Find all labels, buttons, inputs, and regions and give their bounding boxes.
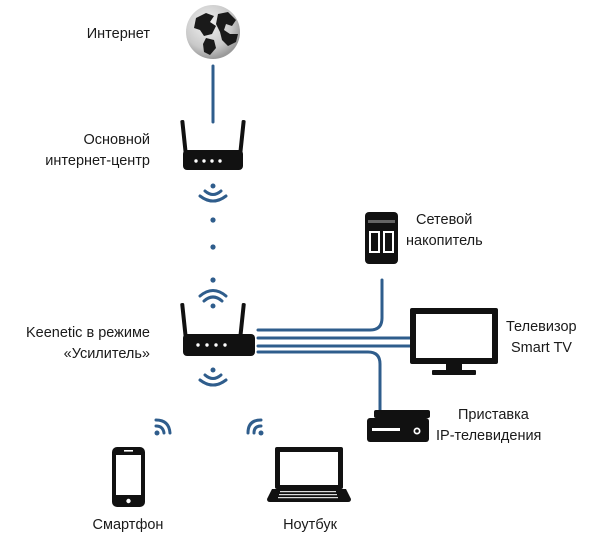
set-top-box-icon [367,410,430,442]
wireless-dot [210,217,216,223]
smartphone-icon [112,447,145,507]
router-icon [180,303,255,356]
tv-icon [410,308,498,375]
router-icon [180,120,246,170]
main-center-label-1: Основной [84,132,150,148]
stb-label-2: IP-телевидения [436,428,541,444]
wifi-signal-icon [246,418,264,436]
stb-label-1: Приставка [458,407,530,423]
laptop-label: Ноутбук [283,517,338,533]
globe-icon [186,5,240,59]
wifi-signal-icon [154,418,172,436]
wireless-dot [210,244,216,250]
laptop-icon [267,447,351,502]
internet-label: Интернет [87,26,151,42]
stb-link [256,350,382,414]
wifi-signal-icon [198,367,228,387]
tv-label-2: Smart TV [511,340,572,356]
nas-icon [365,212,398,264]
connections [210,64,414,414]
nas-label-1: Сетевой [416,212,472,228]
nas-link [256,278,384,332]
repeater-label-2: «Усилитель» [64,346,150,362]
nas-label-2: накопитель [406,233,483,249]
smartphone-label: Смартфон [93,517,164,533]
wifi-signal-icon [198,289,228,309]
tv-label-1: Телевизор [506,319,577,335]
wireless-dot [210,277,216,283]
main-center-label-2: интернет-центр [45,153,150,169]
repeater-label-1: Keenetic в режиме [26,325,150,341]
wifi-signal-icon [198,183,228,203]
